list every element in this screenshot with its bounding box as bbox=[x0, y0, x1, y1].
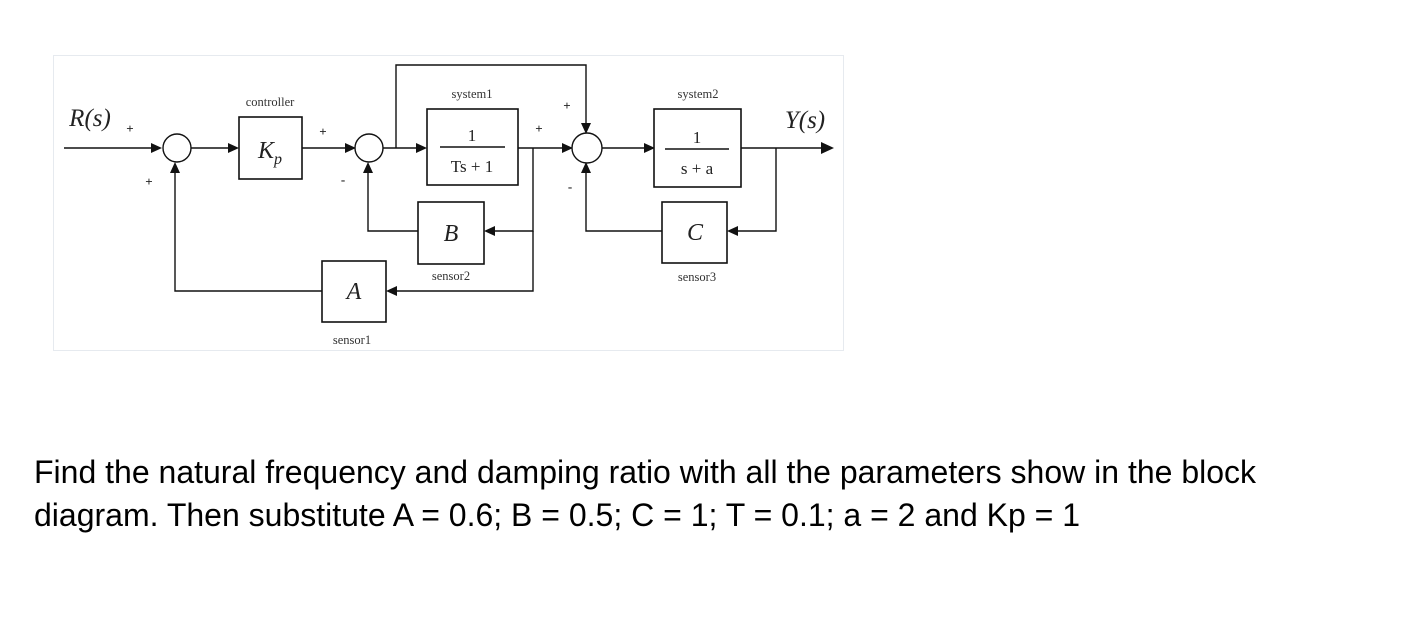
arrow-sensor2-into-sum2 bbox=[363, 162, 373, 173]
controller-caption: controller bbox=[246, 95, 295, 109]
arrow-sensor3-into-sum3 bbox=[581, 162, 591, 173]
arrow-into-sensor2 bbox=[484, 226, 495, 236]
arrow-into-system2 bbox=[644, 143, 655, 153]
sum1-input-sign: + bbox=[126, 121, 133, 136]
sensor2-block bbox=[417, 201, 485, 265]
arrow-feedforward-into-sum3 bbox=[581, 123, 591, 134]
sensor2-caption: sensor2 bbox=[432, 269, 470, 283]
arrowheads bbox=[151, 123, 834, 296]
system1-denominator: Ts + 1 bbox=[451, 157, 493, 176]
arrow-output bbox=[821, 142, 834, 154]
arrow-sensor1-into-sum1 bbox=[170, 162, 180, 173]
sensor1-caption: sensor1 bbox=[333, 333, 371, 347]
sensor2-symbol: B bbox=[444, 221, 459, 247]
sensor2-to-sum2 bbox=[367, 172, 418, 232]
arrow-into-system1 bbox=[416, 143, 427, 153]
feedback-to-sensor1 bbox=[394, 231, 534, 292]
system2-caption: system2 bbox=[678, 87, 719, 101]
sensor3-to-sum3 bbox=[585, 172, 662, 232]
system1-caption: system1 bbox=[452, 87, 493, 101]
system2-numerator: 1 bbox=[693, 128, 702, 147]
sensor1-to-sum1 bbox=[174, 172, 322, 292]
system1-numerator: 1 bbox=[468, 126, 477, 145]
summing-junction-1 bbox=[162, 133, 192, 163]
question-text: Find the natural frequency and damping r… bbox=[34, 451, 1404, 537]
sum3-feedback-sign: - bbox=[568, 179, 572, 194]
summing-junction-2 bbox=[354, 133, 384, 163]
sensor3-block bbox=[661, 201, 728, 264]
signal-lines bbox=[64, 64, 822, 292]
feedback-to-sensor3 bbox=[735, 148, 777, 232]
arrow-into-sum3 bbox=[562, 143, 573, 153]
sensor3-caption: sensor3 bbox=[678, 270, 716, 284]
question-line-2: diagram. Then substitute A = 0.6; B = 0.… bbox=[34, 497, 1081, 533]
system2-block bbox=[653, 108, 742, 188]
controller-symbol: Kp bbox=[257, 138, 282, 168]
arrow-into-sum1 bbox=[151, 143, 162, 153]
input-label: R(s) bbox=[68, 105, 111, 132]
feedforward-path bbox=[395, 64, 587, 148]
output-label: Y(s) bbox=[785, 107, 825, 134]
sensor1-block bbox=[321, 260, 387, 323]
sum2-feedback-sign: - bbox=[341, 172, 345, 187]
arrow-into-sensor3 bbox=[727, 226, 738, 236]
sum3-top-sign: + bbox=[563, 98, 570, 113]
sensor3-symbol: C bbox=[687, 220, 704, 246]
arrow-into-controller bbox=[228, 143, 239, 153]
system2-denominator: s + a bbox=[681, 159, 714, 178]
sum2-input-sign: + bbox=[319, 124, 326, 139]
arrow-into-sensor1 bbox=[386, 286, 397, 296]
sum1-feedback-sign: + bbox=[145, 174, 152, 189]
sum3-input-sign: + bbox=[535, 121, 542, 136]
controller-block bbox=[238, 116, 303, 180]
arrow-into-sum2 bbox=[345, 143, 356, 153]
question-line-1: Find the natural frequency and damping r… bbox=[34, 454, 1257, 490]
sensor1-symbol: A bbox=[345, 279, 362, 305]
summing-junction-3 bbox=[571, 132, 603, 164]
